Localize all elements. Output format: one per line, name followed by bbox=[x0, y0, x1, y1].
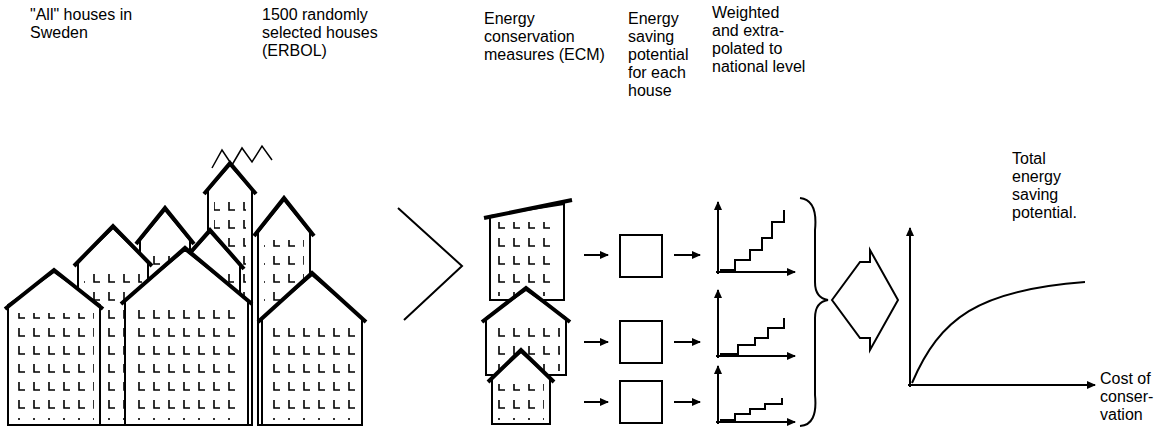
column-heading: Total energy saving potential. bbox=[1012, 150, 1096, 222]
total-chart bbox=[908, 228, 1095, 387]
step-charts bbox=[716, 202, 795, 424]
column-heading: "All" houses in Sweden bbox=[30, 6, 150, 42]
column-heading: Weighted and extra-polated to national l… bbox=[712, 4, 808, 76]
column-heading: Energy saving potential for each house bbox=[628, 10, 706, 100]
column-heading: 1500 randomly selected houses (ERBOL) bbox=[262, 6, 402, 60]
column-heading: Energy conservation measures (ECM) bbox=[484, 10, 624, 64]
hollow-arrow bbox=[832, 250, 898, 350]
sample-houses bbox=[482, 200, 572, 424]
house-cluster bbox=[5, 146, 366, 425]
column-heading: Cost of conser-vation bbox=[1100, 370, 1168, 424]
selection-arrow bbox=[398, 208, 462, 320]
measure-flow bbox=[584, 235, 700, 423]
brace bbox=[800, 198, 828, 426]
